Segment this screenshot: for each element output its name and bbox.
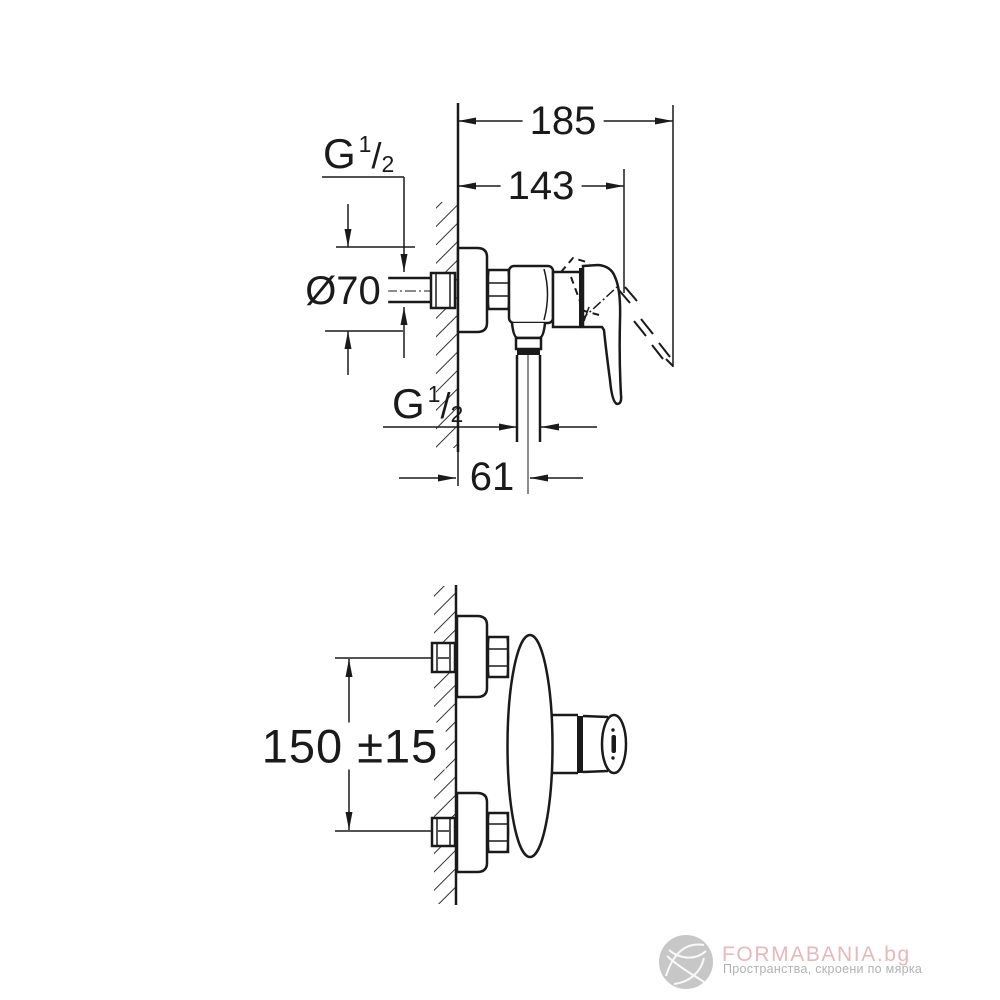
lever-open-hatches bbox=[617, 286, 674, 367]
wall-hatching bbox=[436, 202, 458, 448]
watermark-brand: FORMABANIA.bg bbox=[722, 943, 911, 966]
upper-hex bbox=[486, 635, 510, 679]
dim-outlet-offset-label: 61 bbox=[462, 457, 522, 497]
dim-61 bbox=[399, 452, 583, 486]
lower-escutcheon bbox=[455, 791, 489, 874]
body-oval bbox=[506, 633, 554, 859]
watermark: FORMABANIA.bg Пространства, скроени по м… bbox=[655, 930, 945, 990]
escutcheon bbox=[456, 246, 489, 334]
upper-escutcheon bbox=[455, 614, 489, 699]
dim-total-depth-label: 185 bbox=[522, 101, 604, 141]
cap-slot bbox=[611, 735, 616, 753]
dim-escutcheon-diameter-label: Ø70 bbox=[298, 271, 388, 311]
lower-hex bbox=[486, 811, 510, 854]
dim-body-depth-label: 143 bbox=[500, 166, 582, 206]
mixer-body bbox=[507, 264, 555, 325]
plan-view bbox=[335, 585, 628, 905]
lever-open-position bbox=[560, 256, 600, 316]
outlet-shoulder bbox=[510, 322, 547, 340]
lever-handle bbox=[581, 263, 623, 406]
inlet-thread-leader bbox=[322, 176, 408, 358]
watermark-tagline: Пространства, скроени по мярка bbox=[723, 962, 923, 976]
formabania-monogram-icon bbox=[659, 935, 713, 989]
dim-mounting-distance-label: 150 ±15 bbox=[254, 722, 446, 770]
lower-union-nut bbox=[430, 816, 457, 848]
hex-connector bbox=[486, 268, 511, 311]
side-view bbox=[322, 103, 674, 494]
cartridge-housing bbox=[551, 270, 583, 329]
union-nut bbox=[429, 271, 457, 310]
dim-70 bbox=[325, 204, 415, 375]
